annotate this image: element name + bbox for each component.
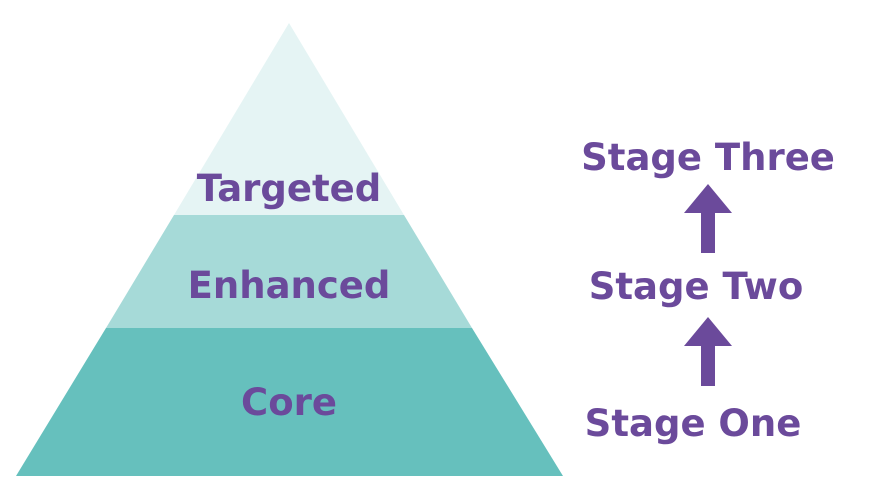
stage-label-two: Stage Two: [588, 265, 804, 308]
arrow-up-icon: [684, 184, 732, 253]
pyramid-tier-enhanced: [106, 215, 472, 328]
tier-label-targeted: Targeted: [196, 167, 382, 210]
arrow-up-icon: [684, 317, 732, 386]
tier-label-enhanced: Enhanced: [187, 264, 391, 307]
pyramid-tier-core: [16, 328, 563, 476]
tier-label-core: Core: [241, 381, 337, 424]
pyramid-tier-targeted: [174, 23, 404, 215]
stage-label-one: Stage One: [584, 402, 802, 445]
stage-label-three: Stage Three: [581, 136, 835, 179]
